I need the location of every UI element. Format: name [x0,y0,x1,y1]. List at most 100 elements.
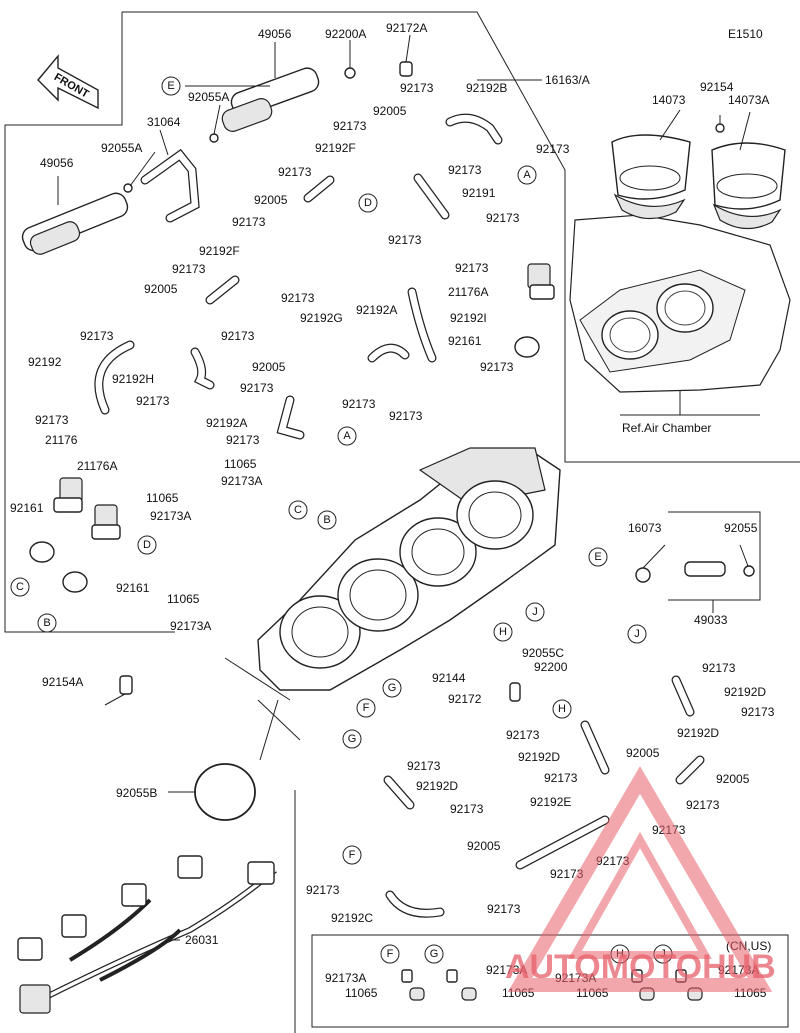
oring-92055a [209,133,219,143]
label-92144: 92144 [432,671,466,685]
label-92173-22: 92173 [741,705,775,719]
bolt-92172a [399,61,413,77]
sensor-21176a-top [527,263,555,300]
gasket-92055b [194,763,256,821]
fuel-rail-upper [221,67,356,132]
callout-g-3: G [430,948,439,960]
funnel-14073a [711,142,786,230]
label-92192a-1: 92192A [356,303,397,317]
label-92173-7: 92173 [232,215,266,229]
label-92173-11: 92173 [281,291,315,305]
label-31064: 31064 [147,115,181,129]
screw-92144 [509,682,521,702]
label-92192i: 92192I [450,311,487,325]
label-92200a: 92200A [325,27,366,41]
label-92192e: 92192E [530,795,571,809]
border-top-right [122,11,800,463]
box-label-92173a-f: 92173A [325,971,366,985]
label-92154a: 92154A [42,675,83,689]
label-92173-2: 92173 [333,119,367,133]
air-chamber-reference: Ref.Air Chamber [569,214,791,435]
label-92172: 92172 [448,692,482,706]
callout-b-2: B [43,617,50,629]
label-92005-2: 92005 [254,193,288,207]
bolt-92154a [119,675,133,695]
label-92173a-1: 92173A [221,474,262,488]
label-92173-21: 92173 [702,661,736,675]
label-92055a-b: 92055A [101,141,142,155]
label-92161-3: 92161 [116,581,150,595]
label-92192d-4: 92192D [416,779,458,793]
label-92173-26: 92173 [686,798,720,812]
label-14073a: 14073A [728,93,769,107]
callout-a-2: A [343,430,351,442]
label-92172a: 92172A [386,21,427,35]
label-92154: 92154 [700,80,734,94]
wire-harness-26031 [17,855,277,1014]
callout-c-2: C [16,581,24,593]
part-labels: 49056 92200A 92172A 16163/A 92055A 31064… [10,21,775,947]
holder-92161-a [29,541,55,563]
label-92005-7: 92005 [467,839,501,853]
label-92055: 92055 [724,521,758,535]
watermark-logo [507,766,773,992]
callout-f-3: F [387,948,394,960]
callout-h-2: H [558,703,566,715]
callout-f-2: F [349,849,356,861]
label-11065-2: 11065 [146,491,179,505]
label-92173-27: 92173 [450,802,484,816]
label-92055a-a: 92055A [188,90,229,104]
watermark-text: AUTOMOTOHUB [505,948,776,986]
hose-31064 [140,148,200,223]
label-92173-13: 92173 [221,329,255,343]
label-49056-a: 49056 [258,27,292,41]
sensor-21176a [91,504,121,540]
injector-49033 [635,511,761,601]
callout-h-1: H [499,626,507,638]
label-92200: 92200 [534,660,568,674]
label-16073: 16073 [628,521,662,535]
label-92173-15: 92173 [240,381,274,395]
border-left [4,12,175,633]
label-92173-12: 92173 [80,329,114,343]
vacuum-hoses [94,113,705,918]
diagram-id: E1510 [728,27,763,41]
leader-lines [57,34,751,941]
label-92173-3: 92173 [536,142,570,156]
label-92192c: 92192C [331,911,373,925]
holder-92161-c [514,336,540,358]
throttle-body [257,447,561,691]
label-92173-5: 92173 [278,165,312,179]
label-92173-18: 92173 [389,409,423,423]
label-92173-20: 92173 [226,433,260,447]
label-92192f-2: 92192F [199,244,240,258]
label-92173-9: 92173 [455,261,489,275]
label-92192d-1: 92192D [724,685,766,699]
callout-g-2: G [348,733,357,745]
ref-label: Ref.Air Chamber [622,421,711,435]
label-92192: 92192 [28,355,62,369]
label-92192d-3: 92192D [518,750,560,764]
label-92192a-2: 92192A [206,416,247,430]
label-11065-1: 11065 [224,457,257,471]
callout-j-2: J [634,628,640,640]
label-92005-3: 92005 [144,282,178,296]
callout-f-1: F [363,702,370,714]
box-label-92173a-g: 92173A [486,963,527,977]
label-92173-4: 92173 [448,163,482,177]
label-92192d-2: 92192D [677,726,719,740]
label-92161-2: 92161 [10,501,44,515]
label-92173-16: 92173 [136,394,170,408]
label-21176a-1: 21176A [448,285,488,299]
label-92192g: 92192G [300,311,343,325]
label-14073: 14073 [652,93,686,107]
callout-j-1: J [532,606,538,618]
label-92055b: 92055B [116,786,157,800]
callout-bubbles: E A D A C B D C B E J H G F J H G F F G … [10,76,673,964]
callout-g-1: G [388,682,397,694]
label-92161-1: 92161 [448,334,482,348]
sensor-21176 [53,477,83,513]
label-92173-31: 92173 [306,883,340,897]
label-92192f-1: 92192F [315,141,356,155]
